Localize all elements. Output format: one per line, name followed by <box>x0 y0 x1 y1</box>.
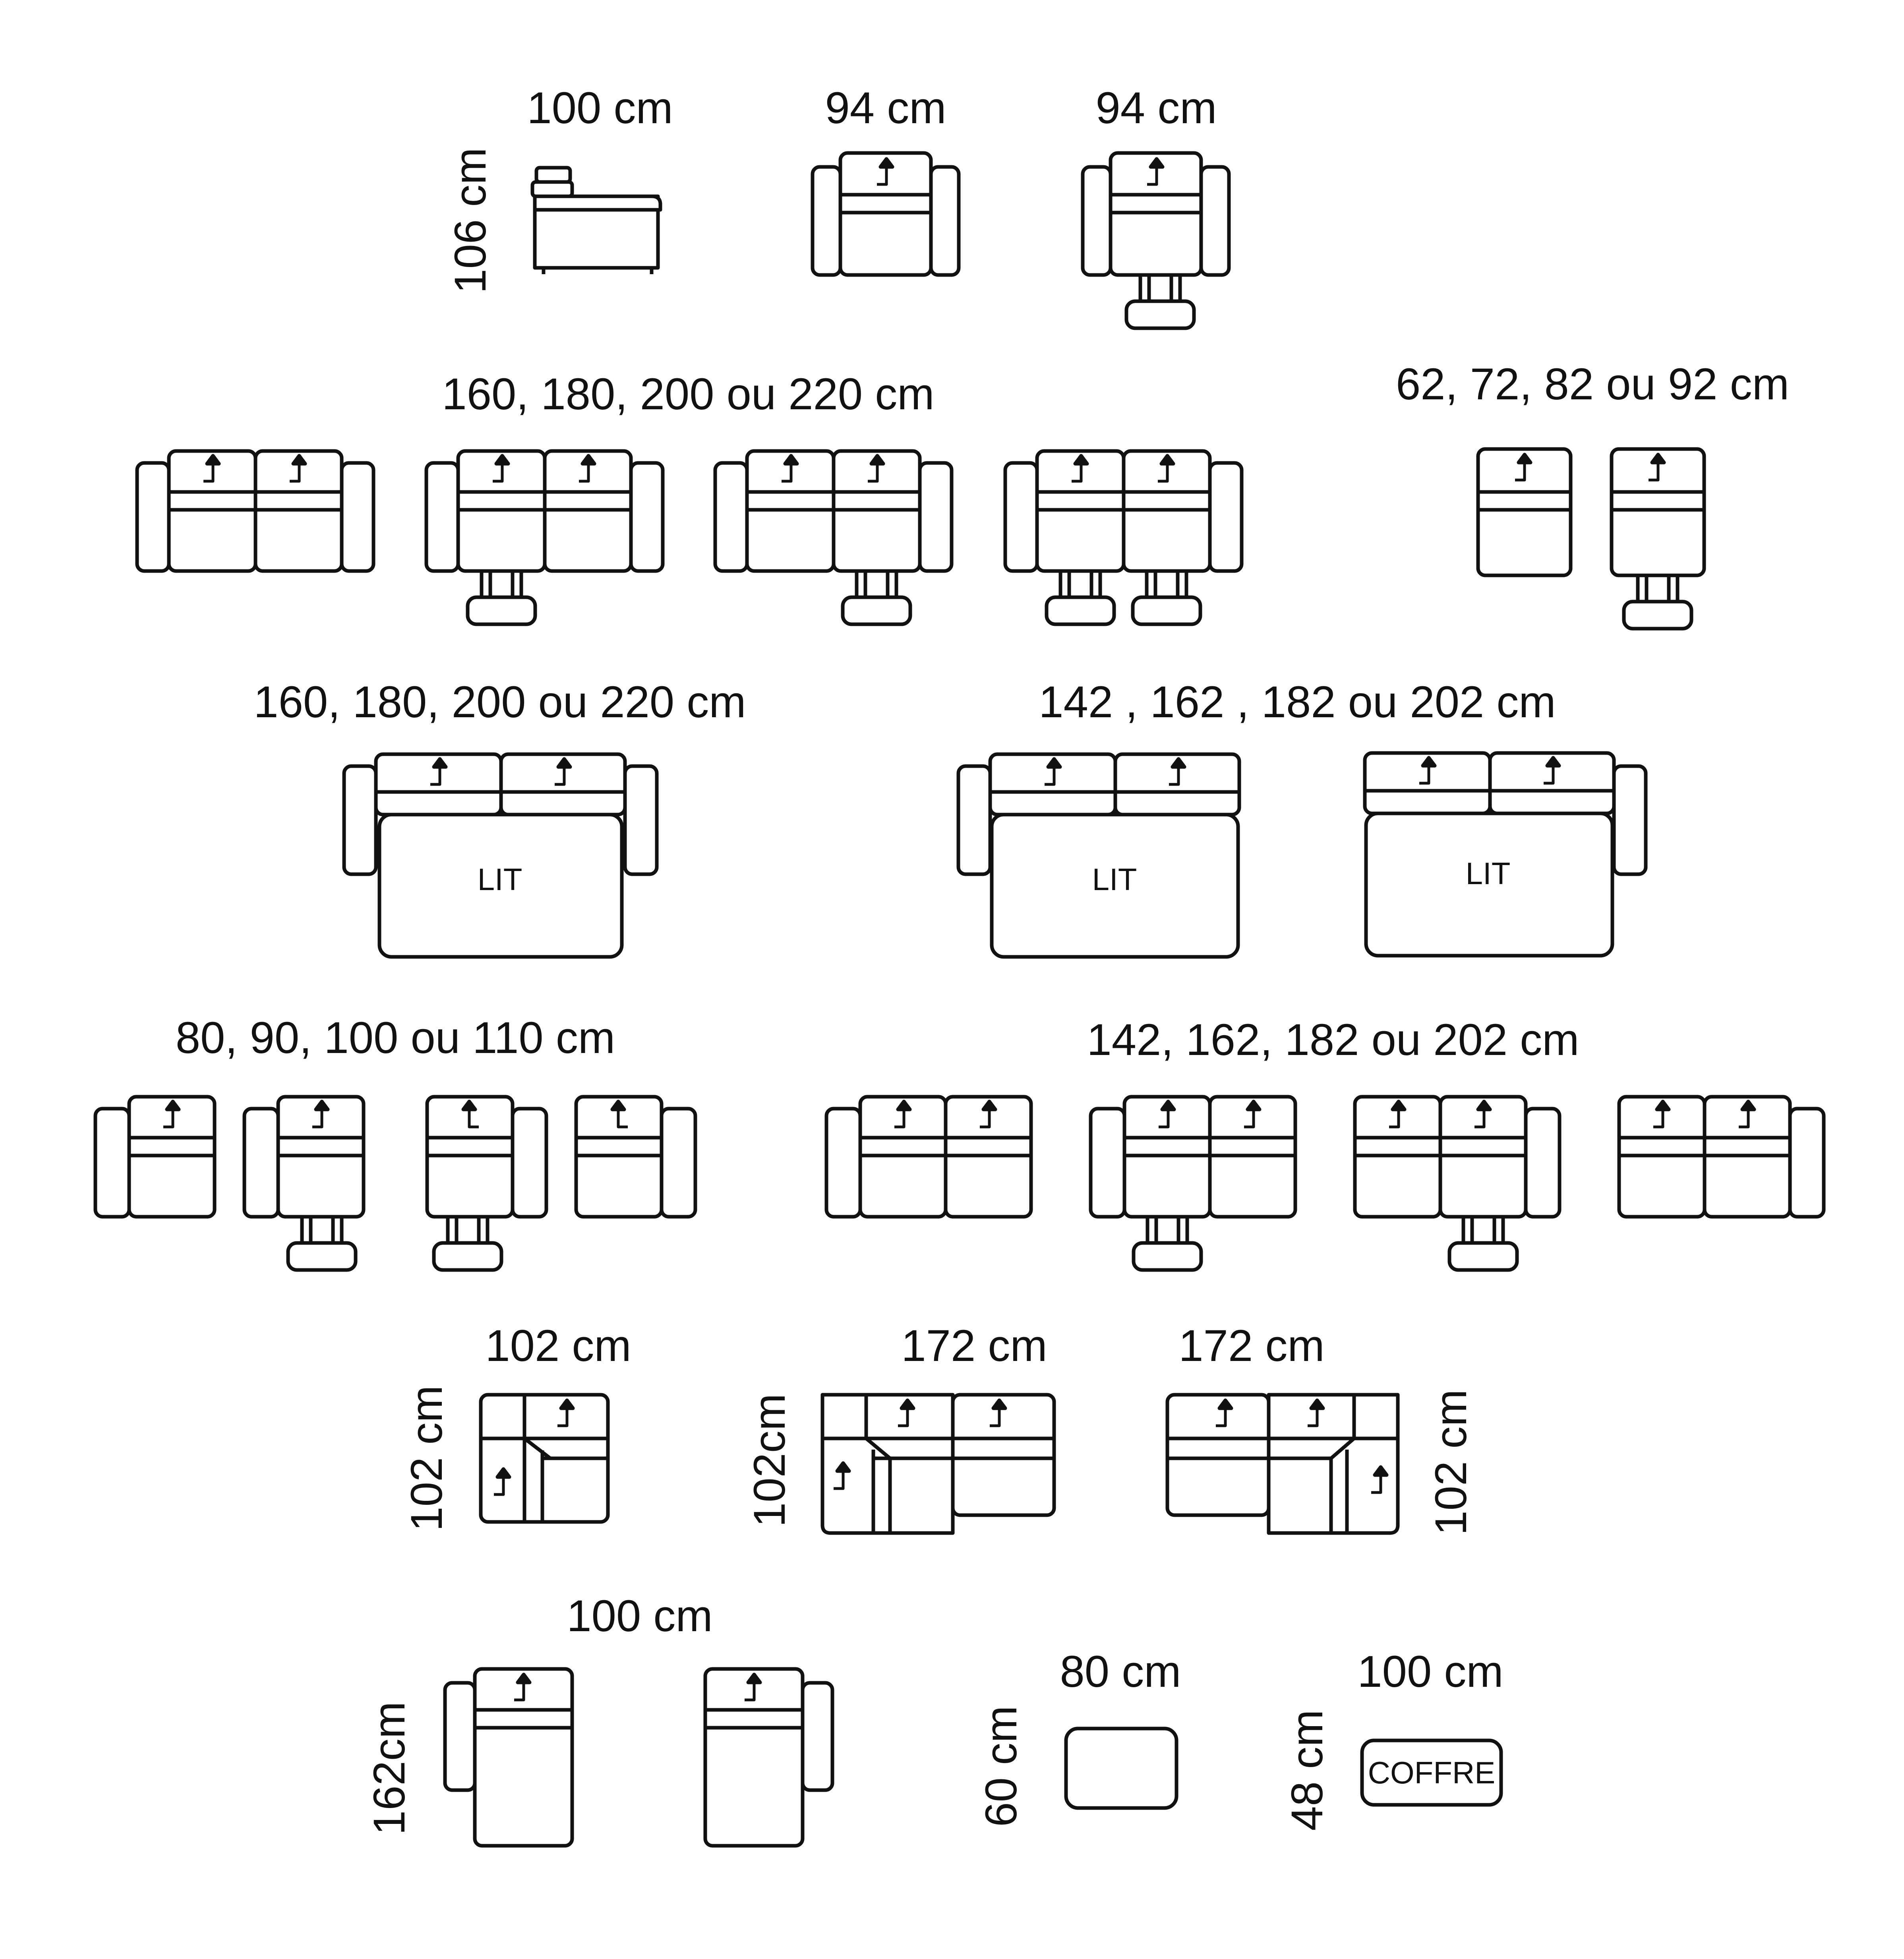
row6-chest-height-label: 48 cm <box>1282 1710 1332 1831</box>
row6-pouf-width-label: 80 cm <box>1060 1647 1181 1696</box>
sofa-relax-right-icon <box>713 449 954 624</box>
corner-sofa-right-icon <box>1165 1393 1400 1535</box>
chest-label: COFFRE <box>1368 1755 1496 1790</box>
footrest-icon <box>434 1217 501 1270</box>
sofa-2-seats-icon <box>135 449 375 573</box>
corner-module-icon <box>479 1393 610 1524</box>
row6-chaise-height-label: 162cm <box>364 1702 414 1835</box>
row1-side-width-label: 100 cm <box>527 83 673 133</box>
footrest-icon <box>1133 571 1200 624</box>
row6-chaise-width-label: 100 cm <box>567 1591 712 1641</box>
footrest-icon <box>1047 571 1114 624</box>
row3-half-bed-widths-label: 142 , 162 , 182 ou 202 cm <box>1039 677 1556 727</box>
row5-corner-width-label: 102 cm <box>485 1321 631 1371</box>
row5-corner-height-label: 102 cm <box>402 1385 451 1531</box>
single-relax-arm-left-icon <box>242 1095 366 1270</box>
single-seat-arm-right-icon <box>574 1095 697 1219</box>
row5-left-corner-width-label: 172 cm <box>901 1321 1047 1371</box>
row2-sofa-widths-label: 160, 180, 200 ou 220 cm <box>442 369 934 419</box>
half-sofa-relax-arm-right-icon <box>1353 1095 1562 1270</box>
footrest-icon <box>843 571 910 624</box>
row5-right-corner-height-label: 102 cm <box>1426 1389 1476 1535</box>
sofa-2-relax-icon <box>1003 449 1244 624</box>
footrest-icon <box>1134 1217 1201 1270</box>
bed-label: LIT <box>1466 856 1511 891</box>
single-seat-arm-left-icon <box>93 1095 217 1219</box>
row1-relax-width-label: 94 cm <box>1096 83 1217 133</box>
chaise-longue-left-icon <box>443 1667 574 1848</box>
single-relax-seat-icon <box>1610 447 1706 629</box>
single-seat-icon <box>1476 447 1573 577</box>
footrest-icon <box>1126 275 1194 328</box>
armchair-icon <box>811 151 961 277</box>
half-sofa-bed-left-icon <box>956 752 1241 959</box>
sofa-bed-icon <box>342 752 659 959</box>
half-sofa-arm-right-icon <box>1617 1095 1826 1219</box>
storage-chest-icon <box>1360 1738 1503 1807</box>
row3-bed-widths-label: 160, 180, 200 ou 220 cm <box>253 677 746 727</box>
row1-armchair-width-label: 94 cm <box>825 83 946 133</box>
pouf-icon <box>1064 1727 1178 1810</box>
sofa-relax-left-icon <box>424 449 665 624</box>
footrest-icon <box>468 571 535 624</box>
row4-half-sofa-widths-label: 142, 162, 182 ou 202 cm <box>1087 1015 1579 1065</box>
footrest-icon <box>288 1217 356 1270</box>
corner-sofa-left-icon <box>820 1393 1056 1535</box>
footrest-icon <box>1624 575 1691 629</box>
row2-single-widths-label: 62, 72, 82 ou 92 cm <box>1396 359 1789 409</box>
footrest-icon <box>1449 1217 1517 1270</box>
row5-left-corner-height-label: 102cm <box>745 1394 794 1527</box>
bed-label: LIT <box>478 862 522 897</box>
row6-chest-width-label: 100 cm <box>1357 1647 1503 1696</box>
row5-right-corner-width-label: 172 cm <box>1178 1321 1324 1371</box>
relax-armchair-icon <box>1081 151 1231 328</box>
chaise-longue-right-icon <box>703 1667 834 1848</box>
half-sofa-bed-right-icon <box>1363 751 1648 958</box>
row4-single-widths-label: 80, 90, 100 ou 110 cm <box>176 1013 615 1063</box>
half-sofa-arm-left-icon <box>824 1095 1033 1219</box>
row6-pouf-height-label: 60 cm <box>976 1706 1026 1827</box>
single-relax-arm-right-icon <box>425 1095 548 1270</box>
bed-label: LIT <box>1092 862 1137 897</box>
row1-side-height-label: 106 cm <box>445 147 495 293</box>
half-sofa-relax-arm-left-icon <box>1089 1095 1297 1270</box>
side-view-module-icon <box>530 166 662 274</box>
